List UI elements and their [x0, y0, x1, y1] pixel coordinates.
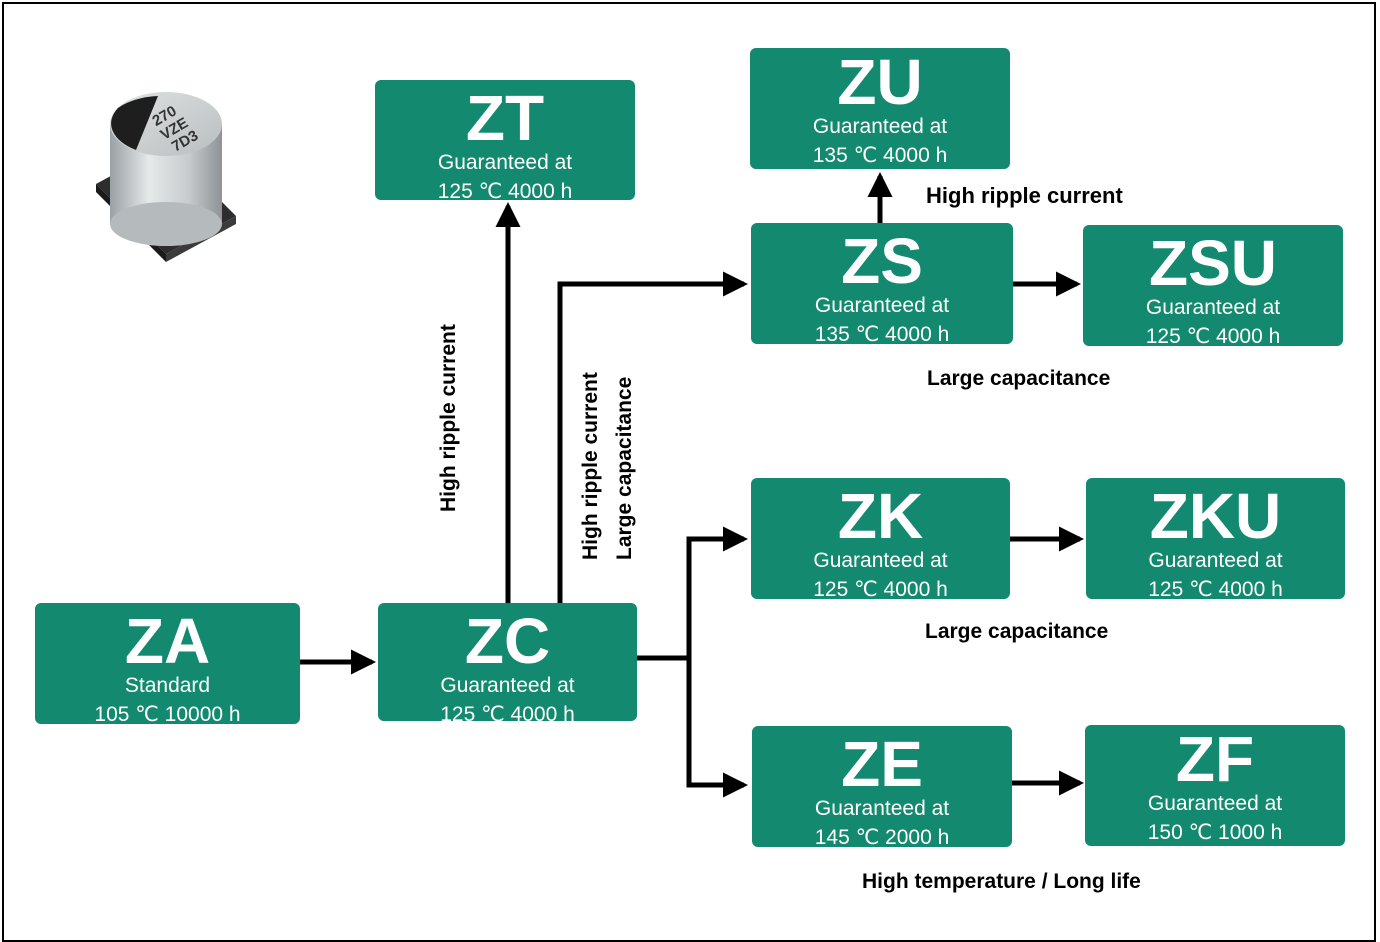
node-spec: 125 ℃ 4000 h — [437, 180, 573, 203]
edge-label-zs-zu: High ripple current — [926, 183, 1123, 208]
edge-label-zs-zsu: Large capacitance — [927, 367, 1111, 390]
node-description: Guaranteed at — [814, 797, 950, 820]
node-description: Guaranteed at — [813, 549, 948, 572]
node-code: ZF — [1175, 723, 1255, 795]
node-zs: ZS Guaranteed at 135 ℃ 4000 h — [751, 223, 1013, 346]
node-spec: 125 ℃ 4000 h — [1145, 325, 1281, 348]
node-code: ZC — [464, 605, 551, 677]
node-code: ZT — [465, 82, 545, 154]
node-spec: 125 ℃ 4000 h — [813, 578, 948, 601]
node-zt: ZT Guaranteed at 125 ℃ 4000 h — [375, 80, 635, 203]
edge-label-zc-zt: High ripple current — [437, 324, 460, 512]
node-description: Guaranteed at — [1145, 296, 1281, 319]
node-description: Guaranteed at — [814, 294, 950, 317]
node-spec: 145 ℃ 2000 h — [814, 826, 950, 849]
node-spec: 135 ℃ 4000 h — [812, 144, 948, 167]
edge-label-ze-zf: High temperature / Long life — [862, 870, 1141, 893]
capacitor-illustration: 270 VZE 7D3 — [96, 92, 236, 262]
arrow-zc-ze — [686, 658, 749, 798]
node-spec: 125 ℃ 4000 h — [440, 703, 575, 726]
node-zk: ZK Guaranteed at 125 ℃ 4000 h — [751, 478, 1010, 601]
node-ze: ZE Guaranteed at 145 ℃ 2000 h — [752, 726, 1012, 849]
node-spec: 105 ℃ 10000 h — [94, 703, 241, 726]
node-spec: 135 ℃ 4000 h — [814, 323, 950, 346]
node-code: ZKU — [1149, 480, 1282, 552]
node-code: ZS — [841, 225, 923, 297]
node-code: ZU — [837, 46, 923, 118]
node-description: Guaranteed at — [440, 674, 575, 697]
node-code: ZK — [837, 480, 924, 552]
node-code: ZSU — [1149, 227, 1277, 299]
node-description: Guaranteed at — [437, 151, 573, 174]
node-description: Guaranteed at — [1147, 792, 1283, 815]
node-description: Standard — [124, 674, 211, 697]
node-zsu: ZSU Guaranteed at 125 ℃ 4000 h — [1083, 225, 1343, 348]
node-description: Guaranteed at — [1148, 549, 1283, 572]
node-zf: ZF Guaranteed at 150 ℃ 1000 h — [1085, 725, 1345, 846]
edge-label-zk-zku: Large capacitance — [925, 620, 1109, 643]
node-code: ZE — [841, 728, 923, 800]
node-zu: ZU Guaranteed at 135 ℃ 4000 h — [750, 48, 1010, 169]
node-spec: 125 ℃ 4000 h — [1148, 578, 1283, 601]
edge-label-zc-zs-2: Large capacitance — [613, 376, 636, 560]
node-zc: ZC Guaranteed at 125 ℃ 4000 h — [378, 603, 637, 726]
node-spec: 150 ℃ 1000 h — [1147, 821, 1283, 844]
node-description: Guaranteed at — [812, 115, 948, 138]
node-code: ZA — [124, 605, 211, 677]
node-za: ZA Standard 105 ℃ 10000 h — [35, 603, 300, 726]
edge-label-zc-zs-1: High ripple current — [579, 372, 602, 560]
arrow-zc-zk — [686, 526, 749, 658]
node-zku: ZKU Guaranteed at 125 ℃ 4000 h — [1086, 478, 1345, 601]
arrow-zc-zs — [557, 271, 749, 603]
